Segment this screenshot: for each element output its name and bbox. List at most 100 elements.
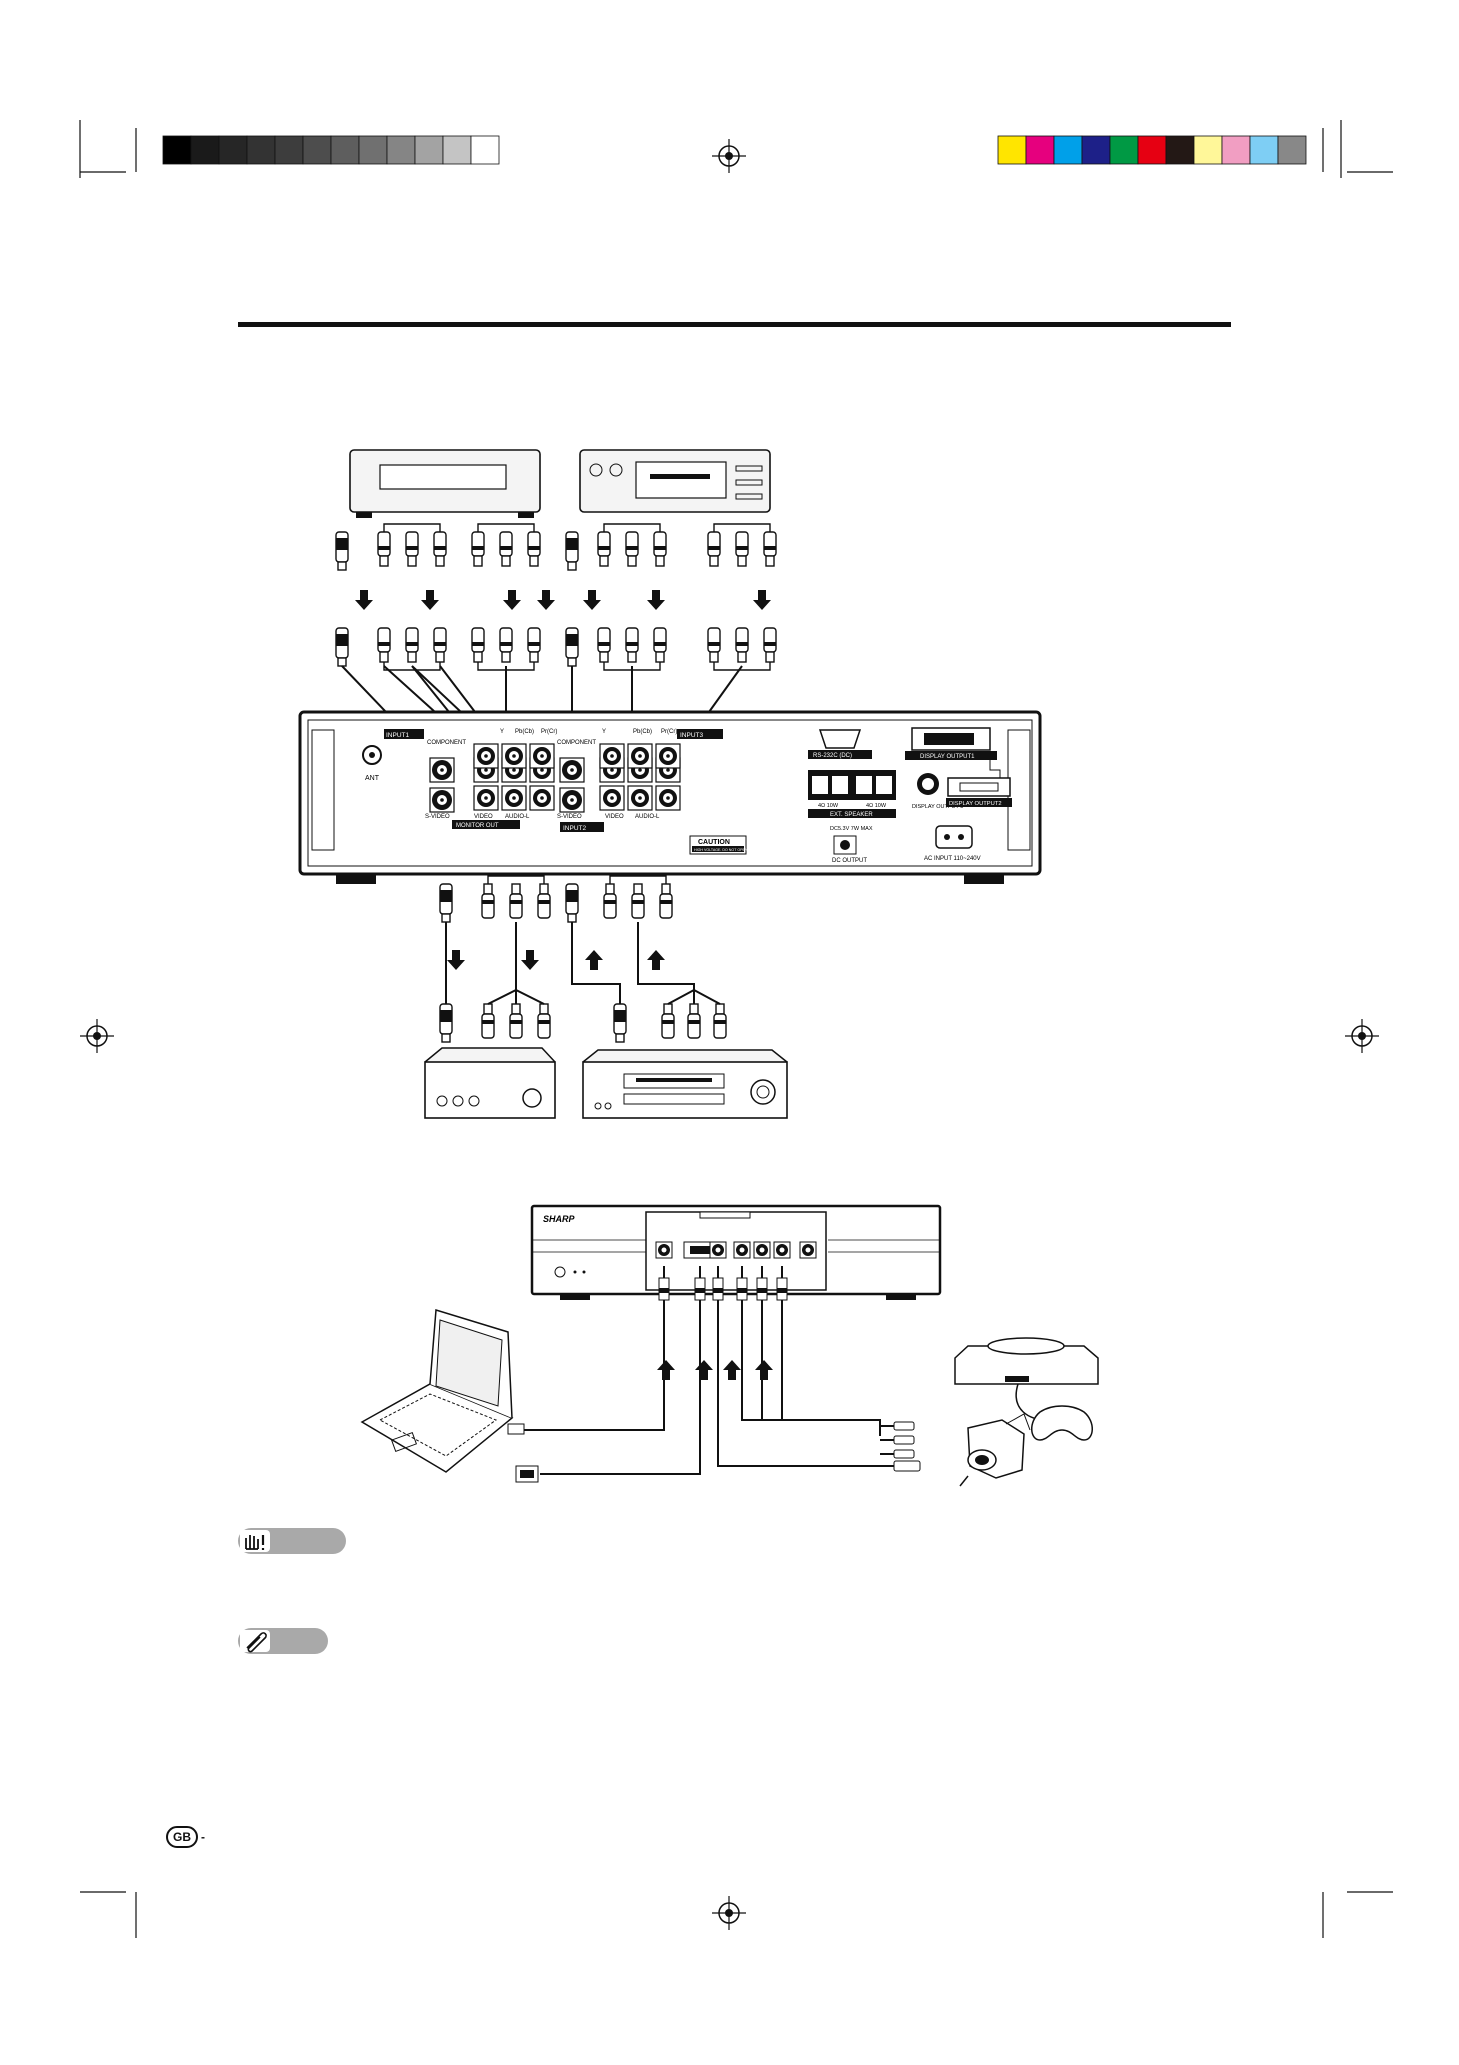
rca-jack bbox=[429, 787, 455, 813]
registration-mark-bottom bbox=[712, 1896, 746, 1930]
note-badge bbox=[238, 1628, 328, 1654]
audio-label-2: AUDIO-L bbox=[635, 814, 660, 820]
grayscale-swatch bbox=[218, 135, 248, 165]
rca-plug-end bbox=[893, 1449, 915, 1459]
registration-mark-top bbox=[712, 139, 746, 173]
rca-jack bbox=[529, 743, 555, 769]
grayscale-swatch bbox=[414, 135, 444, 165]
rca-plug bbox=[597, 627, 611, 663]
dc-spec-label: DC5.3V 7W MAX bbox=[830, 826, 873, 832]
color-swatch bbox=[997, 135, 1027, 165]
grayscale-swatch bbox=[274, 135, 304, 165]
ac-input: AC INPUT 110~240V bbox=[924, 825, 981, 862]
cable-bracket bbox=[383, 523, 441, 532]
rca-plug bbox=[509, 1003, 523, 1039]
crop-marks bbox=[79, 120, 1393, 1938]
rca-plug bbox=[659, 883, 673, 919]
cable-bracket bbox=[609, 875, 667, 884]
audio-label-1: AUDIO-L bbox=[505, 814, 530, 820]
pb-label-1: Pb(Cb) bbox=[515, 729, 534, 735]
y-label-1: Y bbox=[500, 729, 504, 735]
display-output3-label: DISPLAY OUTPUT 3 bbox=[912, 804, 963, 810]
grayscale-swatch bbox=[386, 135, 416, 165]
grayscale-swatch bbox=[358, 135, 388, 165]
display-output1-port: DISPLAY OUTPUT1 bbox=[905, 727, 997, 760]
rca-plug bbox=[433, 531, 447, 567]
antenna-jack: ANT bbox=[362, 745, 382, 782]
rca-plug bbox=[661, 1003, 675, 1039]
headphone-jack bbox=[799, 1241, 817, 1259]
game-console-illustration bbox=[954, 1337, 1099, 1441]
rca-plug bbox=[603, 883, 617, 919]
audio-jack bbox=[655, 1241, 673, 1259]
pb-label-2: Pb(Cb) bbox=[633, 729, 652, 735]
audio-r-jack bbox=[773, 1241, 791, 1259]
vcr-illustration bbox=[582, 1049, 788, 1119]
arrow-down bbox=[521, 950, 539, 970]
caution-text: HIGH VOLTAGE. DO NOT OPEN. bbox=[694, 848, 749, 852]
section-rule bbox=[238, 322, 1231, 327]
front-plug-band bbox=[695, 1288, 705, 1293]
svideo-label-1: S-VIDEO bbox=[425, 814, 450, 820]
rca-plug bbox=[735, 627, 749, 663]
dc-output: DC5.3V 7W MAX DC OUTPUT bbox=[830, 826, 873, 864]
rca-plug bbox=[527, 531, 541, 567]
svideo-plug bbox=[565, 627, 579, 667]
direction-arrows bbox=[355, 590, 773, 1380]
component-label-2: COMPONENT bbox=[557, 740, 596, 746]
rca-jack bbox=[529, 785, 555, 811]
rs232c-port: RS-232C (DC) bbox=[808, 729, 872, 759]
ext-speaker-label: EXT. SPEAKER bbox=[830, 812, 873, 818]
cable-bracket bbox=[477, 523, 535, 532]
grayscale-swatch bbox=[246, 135, 276, 165]
mini-plug-end bbox=[507, 1423, 525, 1435]
arrow-up bbox=[585, 950, 603, 970]
rca-jack bbox=[655, 785, 681, 811]
arrow-down bbox=[355, 590, 373, 610]
arrow-down bbox=[503, 590, 521, 610]
hand-warning-icon bbox=[245, 1535, 259, 1550]
rca-plug bbox=[433, 627, 447, 663]
front-plug-band bbox=[757, 1288, 767, 1293]
svideo-label-2: S-VIDEO bbox=[557, 814, 582, 820]
grayscale-swatch bbox=[470, 135, 500, 165]
color-swatch bbox=[1277, 135, 1307, 165]
grayscale-swatch bbox=[330, 135, 360, 165]
rca-plug bbox=[707, 531, 721, 567]
video-jack bbox=[733, 1241, 751, 1259]
grayscale-swatch bbox=[190, 135, 220, 165]
svideo-plug-end bbox=[893, 1460, 921, 1472]
cable-bracket bbox=[603, 523, 661, 532]
rgb-plug-pins bbox=[520, 1470, 534, 1478]
front-panel: SHARP bbox=[507, 1204, 942, 1483]
color-swatch bbox=[1081, 135, 1111, 165]
svideo-plug bbox=[439, 1003, 453, 1043]
rca-plug bbox=[653, 531, 667, 567]
video-label-2: VIDEO bbox=[605, 814, 624, 820]
dvd-recorder-illustration bbox=[579, 449, 771, 513]
page-number-dash: - bbox=[201, 1830, 205, 1844]
language-code: GB bbox=[166, 1826, 198, 1848]
rca-jack bbox=[655, 743, 681, 769]
arrow-up bbox=[695, 1360, 713, 1380]
paperclip-note-icon bbox=[246, 1632, 267, 1653]
color-swatch bbox=[1193, 135, 1223, 165]
arrow-down bbox=[583, 590, 601, 610]
pc-rgb-pins bbox=[690, 1246, 710, 1254]
front-cable bbox=[880, 1425, 894, 1455]
rca-plug bbox=[527, 627, 541, 663]
rca-plug bbox=[471, 531, 485, 567]
front-cable bbox=[540, 1266, 701, 1475]
camcorder-illustration bbox=[959, 1413, 1031, 1487]
grayscale-bar bbox=[162, 135, 500, 165]
rca-plug-end bbox=[893, 1435, 915, 1445]
cable bbox=[667, 988, 721, 1005]
front-cable bbox=[717, 1266, 894, 1467]
rca-jack bbox=[559, 757, 585, 783]
rca-plug bbox=[471, 627, 485, 663]
input1-label: INPUT1 bbox=[386, 732, 410, 739]
grayscale-swatch bbox=[302, 135, 332, 165]
rca-plug bbox=[687, 1003, 701, 1039]
front-cable bbox=[516, 1266, 665, 1431]
arrow-down bbox=[753, 590, 771, 610]
